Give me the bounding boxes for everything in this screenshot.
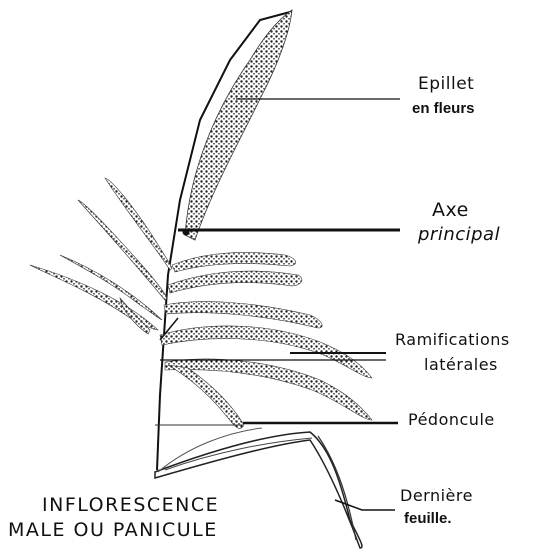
branch-right-5 [165,359,372,420]
caption-line1: INFLORESCENCE [42,494,219,516]
branch-lower-drooping [168,365,244,429]
label-derniere-line1: Dernière [400,486,473,505]
top-plume [185,10,292,240]
label-axe-line2: principal [418,224,500,245]
branch-left-3 [60,255,162,320]
branch-left-1 [105,178,172,270]
label-ramif-line1: Ramifications [395,330,510,349]
label-ramif-line2: latérales [424,355,498,374]
branch-left-2 [78,200,167,300]
label-epillet-line1: Epillet [418,74,474,94]
label-pedoncule: Pédoncule [408,410,495,429]
branch-right-3 [164,302,322,328]
label-derniere-line2: feuille. [404,510,452,527]
branch-right-1 [172,252,296,272]
label-axe-line1: Axe [432,199,469,221]
branch-left-5 [120,298,150,334]
label-epillet-line2: en fleurs [412,100,475,117]
leaf-blade-right [318,436,356,540]
branch-right-2 [168,271,302,293]
caption-line2: MALE OU PANICULE [8,519,218,541]
